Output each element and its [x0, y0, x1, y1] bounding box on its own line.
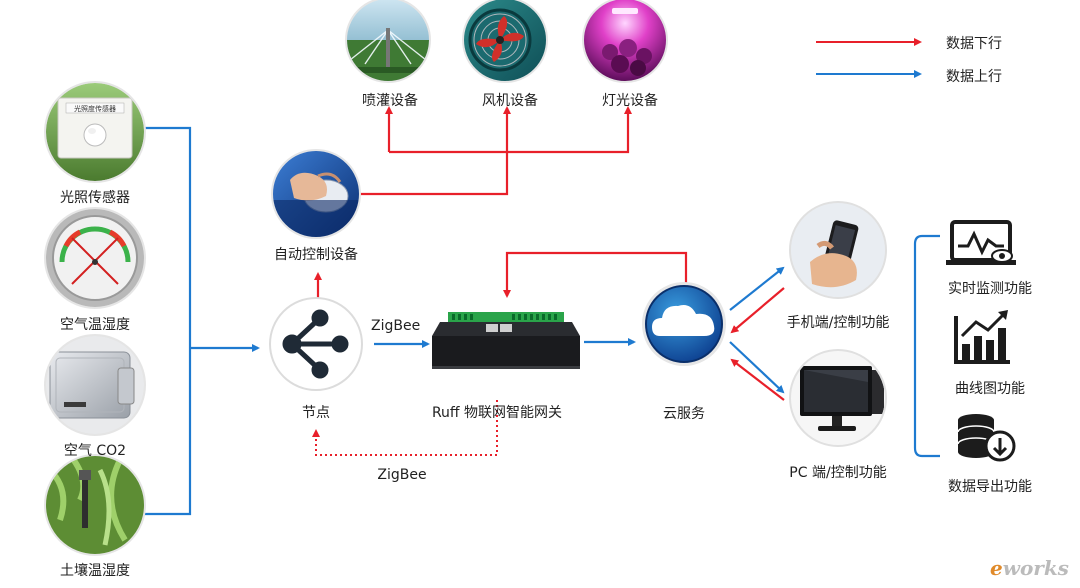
sensor-label-air-humidity: 空气温湿度 — [60, 317, 130, 333]
phone-hand-photo — [789, 201, 887, 299]
database-export-icon — [957, 414, 1016, 462]
sensor-bus-lines — [144, 126, 785, 516]
legend-down-label: 数据下行 — [946, 36, 1002, 52]
monitor-eye-icon — [946, 220, 1016, 265]
watermark-rest: works — [1002, 556, 1069, 580]
bar-chart-icon — [954, 310, 1010, 364]
sensor-label-co2: 空气 CO2 — [63, 443, 127, 459]
sprinkler-photo — [345, 0, 431, 83]
eworks-watermark: eworks — [990, 556, 1069, 580]
actuator-label-sprinkler: 喷灌设备 — [362, 93, 418, 109]
cloud-icon — [652, 305, 715, 336]
sensor-label-light: 光照传感器 — [60, 190, 130, 206]
soil-sensor-photo — [44, 454, 146, 556]
light-sensor-photo: 光照度传感器 — [44, 81, 146, 183]
zigbee-return-dotted — [312, 400, 498, 456]
sensor-plate-text: 光照度传感器 — [74, 104, 116, 113]
fan-photo — [462, 0, 548, 83]
actuator-label-fan: 风机设备 — [482, 93, 538, 109]
gateway-device — [432, 312, 580, 369]
actuator-label-light: 灯光设备 — [602, 93, 658, 109]
grow-light-photo — [582, 0, 668, 83]
client-label-pc: PC 端/控制功能 — [789, 465, 887, 481]
share-icon — [282, 309, 349, 379]
function-label-chart: 曲线图功能 — [955, 381, 1025, 397]
node-label: 节点 — [302, 405, 330, 421]
cloud-node — [642, 282, 726, 366]
cloud-label: 云服务 — [663, 406, 705, 422]
hygrometer-photo — [44, 207, 146, 309]
watermark-prefix: e — [990, 556, 1003, 580]
gateway-label: Ruff 物联网智能网关 — [431, 405, 563, 421]
auto-control-label: 自动控制设备 — [274, 247, 358, 263]
co2-sensor-photo — [44, 334, 146, 436]
zigbee-label-top: ZigBee — [371, 318, 421, 334]
legend-up-label: 数据上行 — [946, 69, 1002, 85]
function-label-export: 数据导出功能 — [948, 479, 1032, 495]
sensor-label-soil: 土壤温湿度 — [60, 563, 130, 579]
client-label-phone: 手机端/控制功能 — [786, 315, 890, 331]
function-label-monitor: 实时监测功能 — [948, 281, 1032, 297]
functions-bracket — [913, 234, 940, 458]
zigbee-label-bottom: ZigBee — [377, 467, 427, 483]
monitor-photo — [789, 349, 887, 447]
mouse-hand-photo — [271, 149, 361, 239]
downlink-lines — [314, 106, 785, 401]
